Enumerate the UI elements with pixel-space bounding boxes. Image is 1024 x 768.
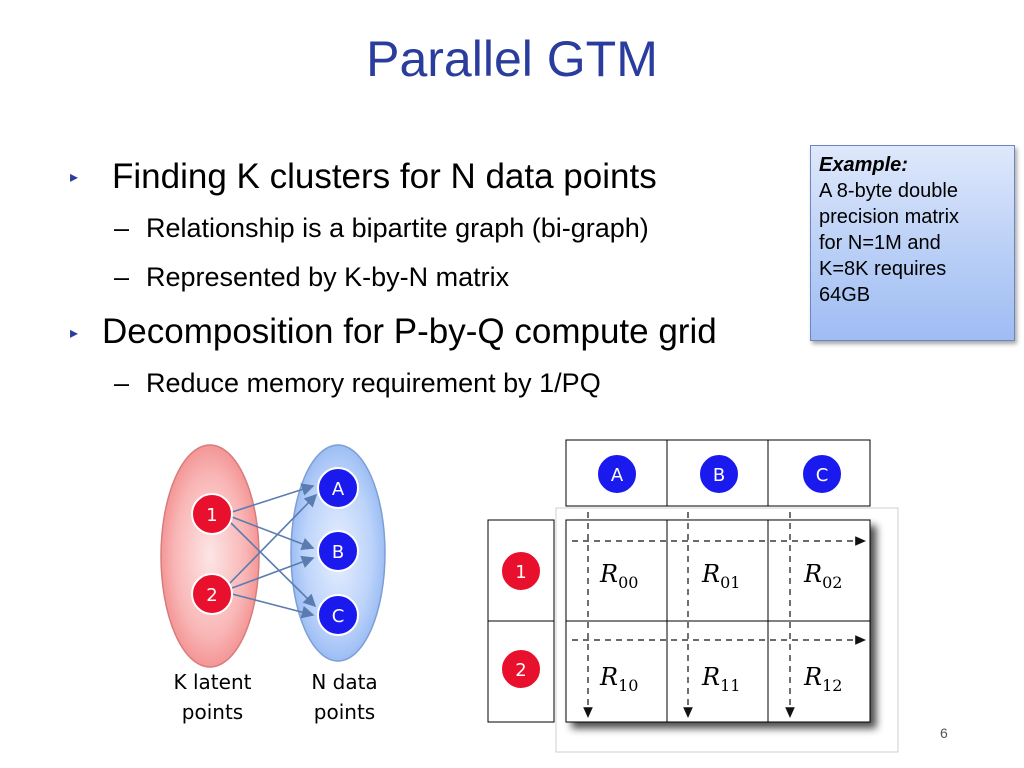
- label-line: K latent: [173, 670, 252, 694]
- svg-text:1: 1: [515, 562, 526, 583]
- sub-marker: –: [114, 262, 130, 292]
- data-points-label: N data points: [282, 667, 407, 727]
- example-heading: Example:: [819, 154, 908, 176]
- bigraph-diagram: 1 2 A B C: [160, 444, 386, 668]
- row-node-1: 1: [500, 550, 542, 592]
- label-line: points: [313, 700, 376, 724]
- bullet-marker-icon: ▸: [70, 169, 79, 186]
- cell-R12: R12: [803, 663, 842, 695]
- sub-bullet-2-1: Reduce memory requirement by 1/PQ: [146, 368, 601, 398]
- svg-text:C: C: [332, 606, 345, 627]
- svg-text:2: 2: [206, 585, 217, 606]
- latent-node-1: 1: [191, 493, 233, 535]
- data-node-C: C: [317, 594, 359, 636]
- page-number: 6: [940, 725, 948, 741]
- edge-2-B: [219, 555, 315, 598]
- slide-title: Parallel GTM: [366, 31, 658, 87]
- example-line: for N=1M and: [819, 232, 941, 254]
- row-node-2: 2: [500, 648, 542, 690]
- svg-text:B: B: [713, 465, 725, 486]
- edge-2-C: [219, 584, 315, 619]
- cell-R11: R11: [701, 663, 740, 695]
- example-callout: Example: A 8-byte double precision matri…: [810, 145, 1015, 341]
- bullet-2: Decomposition for P-by-Q compute grid: [102, 312, 717, 351]
- sub-marker: –: [114, 368, 130, 398]
- cell-R10: R10: [599, 663, 638, 695]
- example-line: A 8-byte double: [819, 180, 958, 202]
- sub-bullet-1-2: Represented by K-by-N matrix: [146, 262, 510, 292]
- example-line: precision matrix: [819, 206, 960, 228]
- sub-bullet-1-1: Relationship is a bipartite graph (bi-gr…: [146, 213, 649, 243]
- svg-text:A: A: [611, 465, 624, 486]
- column-node-A: A: [596, 453, 638, 495]
- cell-R01: R01: [701, 560, 740, 592]
- data-node-A: A: [317, 467, 359, 509]
- svg-text:B: B: [332, 542, 344, 563]
- example-line: K=8K requires: [819, 258, 947, 280]
- bullet-marker-icon: ▸: [70, 325, 79, 342]
- svg-text:C: C: [816, 465, 829, 486]
- data-node-B: B: [317, 530, 359, 572]
- example-line: 64GB: [819, 284, 871, 306]
- latent-node-2: 2: [191, 573, 233, 615]
- latent-points-label: K latent points: [150, 667, 275, 727]
- column-node-B: B: [698, 453, 740, 495]
- svg-text:2: 2: [515, 660, 526, 681]
- bullet-1: Finding K clusters for N data points: [112, 157, 657, 196]
- column-node-C: C: [801, 453, 843, 495]
- sub-marker: –: [114, 213, 130, 243]
- label-line: points: [181, 700, 244, 724]
- svg-text:1: 1: [206, 505, 217, 526]
- grid-decomposition-diagram: A B C 1 2 R00 R01 R02 R10 R11 R12: [487, 439, 899, 753]
- label-line: N data: [311, 670, 378, 694]
- latent-ellipse: [160, 444, 260, 668]
- cell-R00: R00: [599, 560, 638, 592]
- cell-R02: R02: [803, 560, 842, 592]
- svg-text:A: A: [332, 479, 345, 500]
